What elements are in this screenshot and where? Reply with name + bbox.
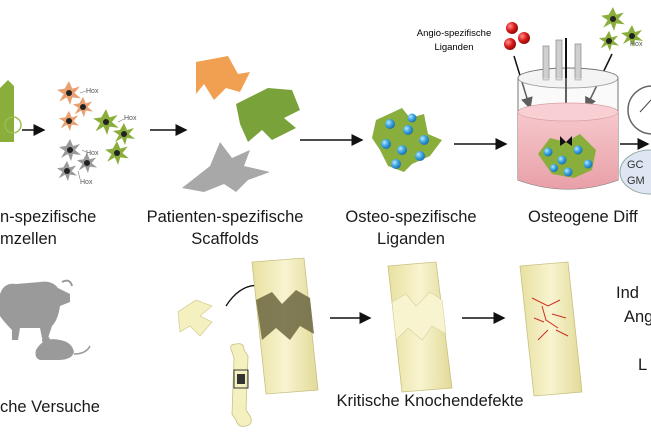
bone-defect-1-icon	[251, 257, 319, 395]
animal-trials-label: che Versuche	[0, 398, 100, 416]
right-text-3: L	[638, 356, 648, 374]
right-text-2: Ang	[624, 308, 651, 326]
bioreactor-icon	[517, 38, 619, 190]
femur-bone-icon	[230, 343, 252, 427]
pig-icon	[0, 279, 73, 340]
bone-fragment-icon	[177, 299, 213, 337]
hox-label-5: Hox	[630, 41, 643, 48]
critical-bone-defects-label: Kritische Knochendefekte	[336, 392, 524, 410]
hox-label-2: Hox	[124, 115, 137, 122]
scaffolds-label-line1: Patienten-spezifische	[146, 208, 304, 226]
osteo-ligands-label-line1: Osteo-spezifische	[345, 208, 477, 226]
angio-ligands-label-line1: Angio-spezifische	[417, 28, 491, 39]
right-text-1: Ind	[616, 284, 639, 302]
scaffolds-icon	[182, 56, 300, 192]
bone-healing-icon	[387, 261, 453, 393]
hox-label-4: Hox	[80, 179, 93, 186]
cells-top-right-icon	[598, 7, 643, 52]
hox-label-1: Hox	[86, 88, 99, 95]
stem-cell-source-icon	[0, 80, 22, 142]
gm-label: GM	[627, 175, 645, 187]
hox-label-3: Hox	[86, 150, 99, 157]
osteogenic-differentiation-label: Osteogene Diff	[528, 208, 638, 226]
osteo-ligands-label-line2: Liganden	[377, 230, 445, 248]
stem-cells-cluster-icon	[56, 81, 135, 182]
gc-gm-badge	[619, 149, 651, 195]
stem-cells-label-line2: mzellen	[0, 230, 57, 248]
osteo-ligands-scaffold-icon	[372, 108, 442, 172]
scaffolds-label-line2: Scaffolds	[191, 230, 259, 248]
gauge-icon	[627, 85, 651, 135]
bone-vascularized-icon	[519, 261, 583, 397]
gc-label: GC	[627, 159, 644, 171]
mouse-icon	[35, 336, 91, 360]
stem-cells-label-line1: n-spezifische	[0, 208, 97, 226]
angio-ligands-label-line2: Liganden	[434, 42, 473, 53]
angio-ligands-icon	[504, 22, 530, 50]
